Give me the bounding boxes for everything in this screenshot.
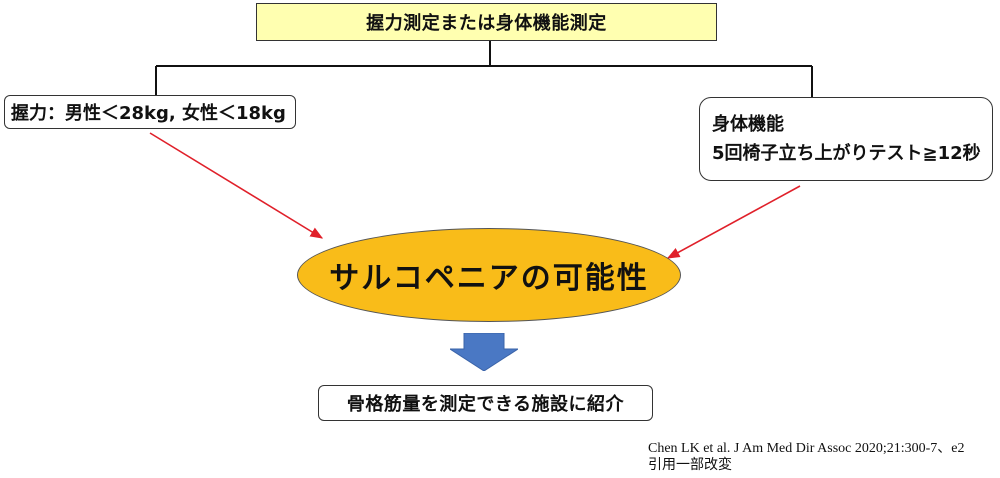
down-arrow-shape <box>450 333 518 371</box>
referral-box: 骨格筋量を測定できる施設に紹介 <box>318 385 653 421</box>
left-box-label: 握力：男性＜28kg, 女性＜18kg <box>11 103 286 124</box>
physical-function-criteria-box: 身体機能 5回椅子立ち上がりテスト≧12秒 <box>699 97 993 181</box>
right-box-line2: 5回椅子立ち上がりテスト≧12秒 <box>712 143 981 164</box>
bottom-box-label: 骨格筋量を測定できる施設に紹介 <box>346 394 625 415</box>
grip-strength-criteria-box: 握力：男性＜28kg, 女性＜18kg <box>4 95 296 129</box>
tree-connector <box>155 41 813 97</box>
grip-or-function-test-box: 握力測定または身体機能測定 <box>256 3 717 41</box>
citation-note: 引用一部改変 <box>648 458 732 473</box>
left-red-arrow <box>149 132 324 239</box>
top-box-label: 握力測定または身体機能測定 <box>366 13 607 34</box>
ellipse-label: サルコペニアの可能性 <box>329 261 649 296</box>
citation-reference: Chen LK et al. J Am Med Dir Assoc 2020;2… <box>648 441 965 456</box>
citation: Chen LK et al. J Am Med Dir Assoc 2020;2… <box>648 440 965 474</box>
down-arrow-icon <box>450 333 518 371</box>
right-box-line1: 身体機能 <box>712 114 784 135</box>
possible-sarcopenia-ellipse: サルコペニアの可能性 <box>297 228 681 322</box>
right-red-arrow <box>666 185 801 259</box>
